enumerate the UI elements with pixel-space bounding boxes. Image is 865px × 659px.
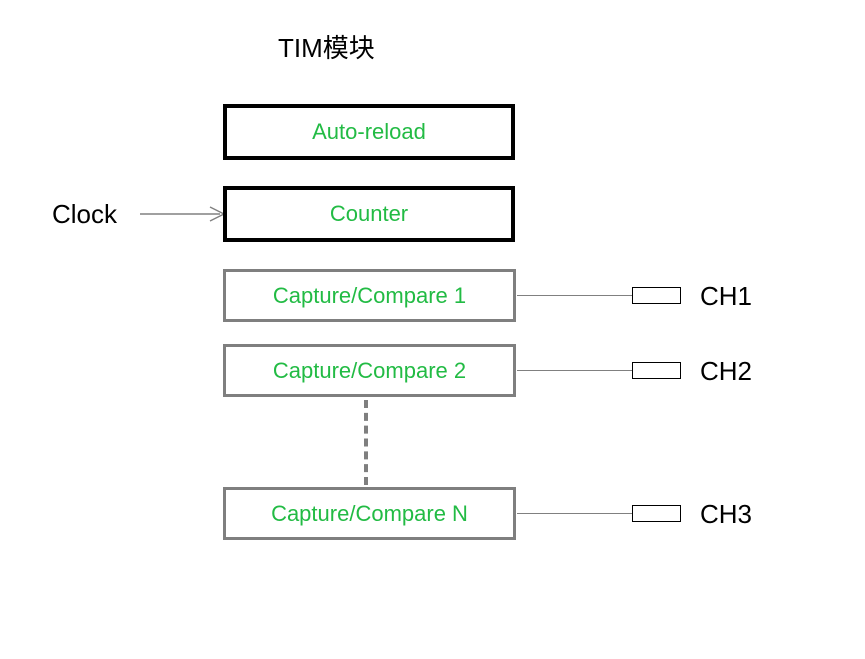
block-auto-reload-label: Auto-reload: [312, 119, 426, 144]
block-capture-compare-2-label: Capture/Compare 2: [272, 357, 467, 383]
block-capture-compare-n[interactable]: Capture/Compare N: [223, 487, 516, 540]
block-capture-compare-1-label: Capture/Compare 1: [272, 282, 467, 308]
block-capture-compare-1[interactable]: Capture/Compare 1: [223, 269, 516, 322]
block-capture-compare-2[interactable]: Capture/Compare 2: [223, 344, 516, 397]
clock-arrow-icon: [140, 206, 226, 222]
clock-input-label: Clock: [52, 199, 118, 229]
channel-label-ch2: CH2: [700, 356, 753, 386]
block-capture-compare-n-label: Capture/Compare N: [271, 500, 468, 526]
channel-label-ch1: CH1: [700, 281, 753, 311]
block-counter[interactable]: Counter: [223, 186, 515, 242]
block-auto-reload[interactable]: Auto-reload: [223, 104, 515, 160]
connector-line-ch2: [517, 370, 632, 371]
block-counter-label: Counter: [329, 201, 409, 226]
page-title: TIM模块: [278, 33, 375, 63]
pin-rect-ch2: [632, 362, 681, 379]
connector-line-ch3: [517, 513, 632, 514]
pin-rect-ch3: [632, 505, 681, 522]
dashed-continuation-line: [364, 400, 368, 485]
pin-rect-ch1: [632, 287, 681, 304]
connector-line-ch1: [517, 295, 632, 296]
channel-label-ch3: CH3: [700, 499, 753, 529]
